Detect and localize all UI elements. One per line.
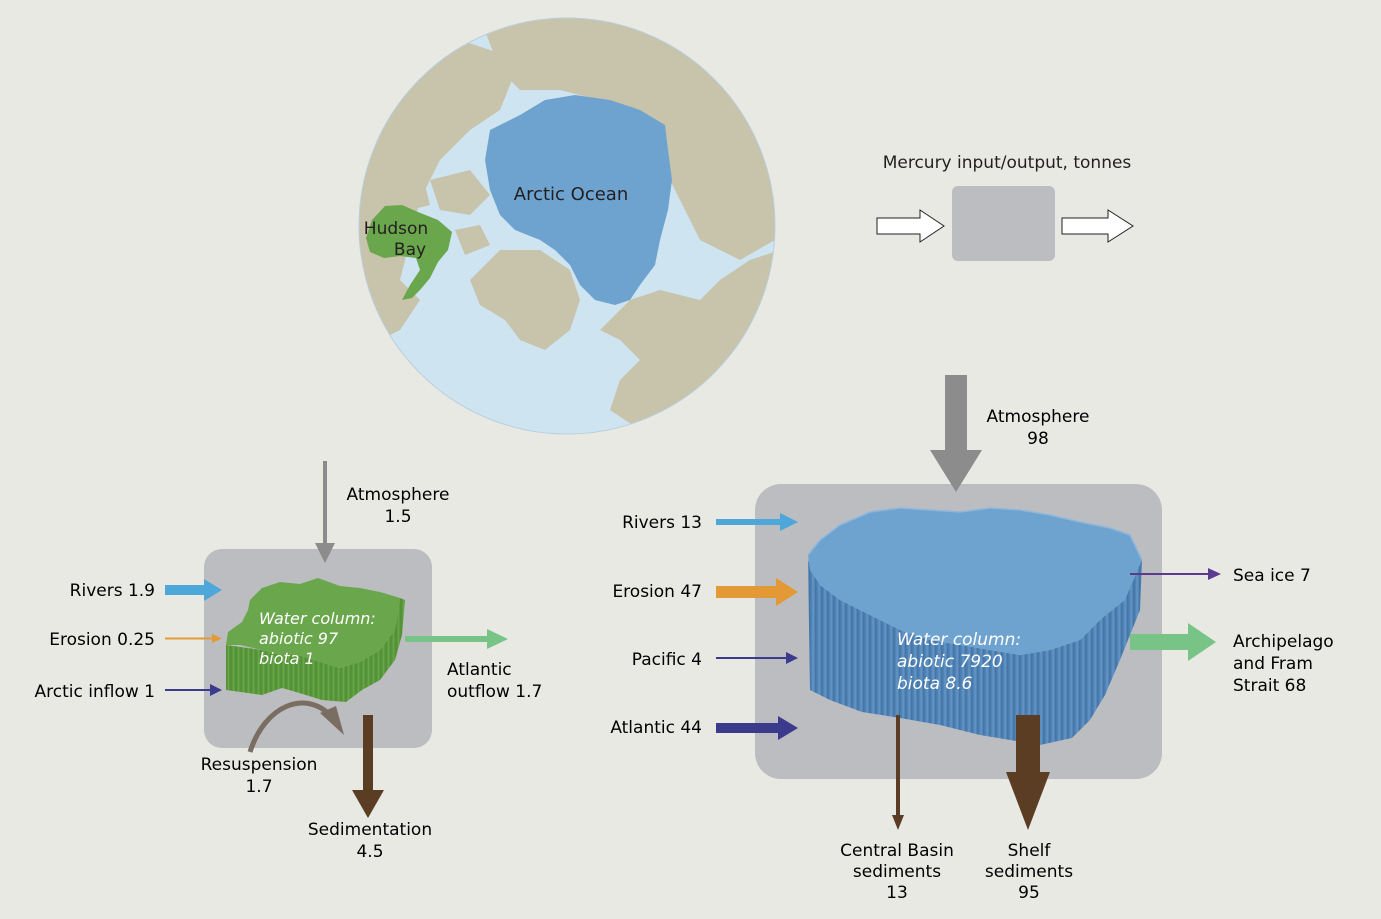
- legend-input-arrow: [876, 209, 945, 243]
- hudson-resuspension-arrow: [247, 700, 332, 753]
- hudson-atlantic-outflow-arrow: [405, 629, 508, 649]
- hudson-rivers-arrow: [165, 579, 222, 601]
- hudson-atlantic-outflow-line2: outflow 1.7: [447, 682, 542, 702]
- hudson-wc-line3: biota 1: [259, 649, 315, 668]
- land-siberia: [480, 18, 775, 260]
- arctic-central-basin-line1: Central Basin: [840, 841, 954, 861]
- hudson-bay-budget: Water column: abiotic 97 biota 1 Atmosph…: [35, 461, 542, 862]
- hudson-resuspension-arrowhead: [320, 706, 344, 735]
- arctic-atmosphere-arrow: [930, 375, 982, 492]
- arctic-central-basin-line2: sediments: [853, 862, 941, 882]
- hudson-atmosphere-value: 1.5: [384, 507, 411, 527]
- arctic-ocean-map-label: Arctic Ocean: [514, 184, 628, 205]
- arctic-water-column-top-edge: [807, 507, 1143, 561]
- arctic-atlantic-arrow: [716, 716, 798, 740]
- legend-box: [952, 186, 1055, 261]
- arctic-water-column-sides: [808, 560, 1142, 745]
- arctic-archipelago-arrow: [1130, 623, 1216, 661]
- arctic-ocean-budget: Water column: abiotic 7920 biota 8.6 Atm…: [610, 375, 1334, 903]
- arctic-archipelago-line3: Strait 68: [1233, 676, 1306, 696]
- hudson-map-label-line1: Hudson: [364, 219, 428, 239]
- arctic-shelf-arrow: [1006, 715, 1050, 830]
- arctic-shelf-line3: 95: [1018, 883, 1040, 903]
- arctic-erosion-label: Erosion 47: [612, 582, 702, 602]
- arctic-wc-line1: Water column:: [897, 630, 1021, 650]
- arctic-atlantic-label: Atlantic 44: [610, 718, 702, 738]
- hudson-bay-area: [366, 205, 452, 300]
- arctic-ocean-area: [485, 95, 672, 305]
- hudson-atlantic-outflow-line1: Atlantic: [447, 660, 512, 680]
- arctic-water-column-top: [808, 508, 1142, 655]
- arctic-archipelago-line1: Archipelago: [1233, 632, 1334, 652]
- hudson-sedimentation-value: 4.5: [356, 842, 383, 862]
- arctic-wc-line3: biota 8.6: [897, 674, 973, 694]
- arctic-wc-line2: abiotic 7920: [897, 652, 1003, 672]
- legend-output-arrow: [1061, 209, 1134, 243]
- hudson-atmosphere-label: Atmosphere: [347, 485, 450, 505]
- legend: Mercury input/output, tonnes: [876, 153, 1134, 261]
- arctic-central-basin-line3: 13: [886, 883, 908, 903]
- arctic-archipelago-line2: and Fram: [1233, 654, 1313, 674]
- legend-title: Mercury input/output, tonnes: [883, 153, 1132, 173]
- arctic-erosion-arrow: [716, 578, 798, 606]
- hudson-sedimentation-arrow: [352, 715, 384, 818]
- arctic-shelf-line1: Shelf: [1008, 841, 1052, 861]
- land-greenland: [470, 250, 580, 350]
- hudson-wc-line1: Water column:: [259, 609, 376, 628]
- arctic-pacific-arrow: [716, 652, 798, 664]
- hudson-resuspension-value: 1.7: [245, 777, 272, 797]
- hudson-erosion-label: Erosion 0.25: [49, 630, 155, 650]
- hudson-erosion-arrow: [165, 634, 222, 643]
- arctic-atmosphere-value: 98: [1027, 429, 1049, 449]
- hudson-resuspension-label: Resuspension: [201, 755, 318, 775]
- land-archipelago: [405, 170, 490, 255]
- hudson-atmosphere-arrow: [315, 461, 335, 563]
- hudson-arctic-inflow-label: Arctic inflow 1: [35, 682, 155, 702]
- hudson-map-label-line2: Bay: [394, 240, 426, 260]
- hudson-wc-line2: abiotic 97: [259, 629, 339, 648]
- arctic-pacific-label: Pacific 4: [632, 650, 702, 670]
- hudson-water-column-top: [226, 578, 400, 668]
- arctic-rivers-arrow: [716, 513, 798, 531]
- arctic-rivers-label: Rivers 13: [622, 513, 702, 533]
- hudson-water-column-sides: [226, 598, 405, 702]
- hudson-rivers-label: Rivers 1.9: [70, 581, 155, 601]
- arctic-sea-ice-arrow: [1130, 568, 1221, 580]
- arctic-atmosphere-label: Atmosphere: [987, 407, 1090, 427]
- arctic-sea-ice-label: Sea ice 7: [1233, 566, 1311, 586]
- arctic-shelf-line2: sediments: [985, 862, 1073, 882]
- hudson-arctic-inflow-arrow: [165, 684, 222, 696]
- arctic-map: Arctic Ocean Hudson Bay: [358, 17, 776, 435]
- land-scandinavia-europe: [600, 250, 775, 430]
- land-north-america: [359, 40, 520, 340]
- hudson-sedimentation-label: Sedimentation: [308, 820, 432, 840]
- arctic-central-basin-arrow: [892, 715, 904, 830]
